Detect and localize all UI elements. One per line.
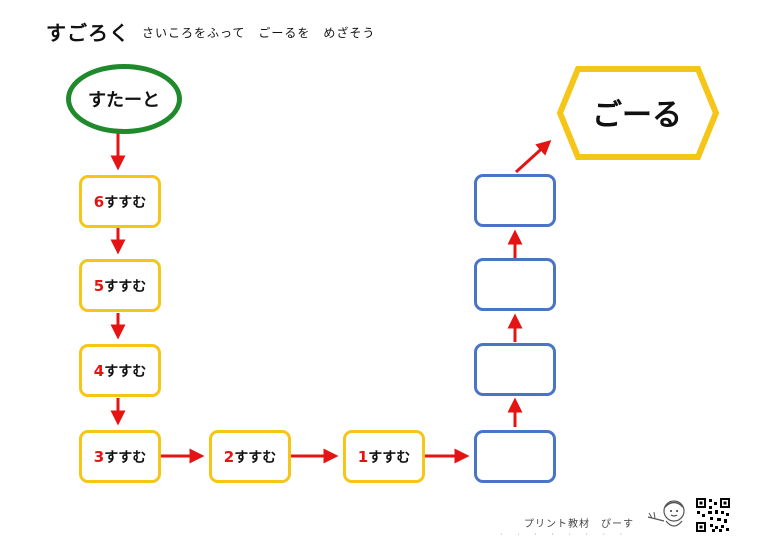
footer-dots: · · · · · · · · <box>500 530 629 539</box>
square-text: すすむ <box>104 194 147 211</box>
blank-square <box>474 430 556 483</box>
start-oval: すたーと <box>66 64 182 134</box>
goal-hexagon-shape <box>556 66 720 160</box>
square-text: すすむ <box>368 449 411 466</box>
goal-label: ごーる <box>592 98 682 133</box>
blank-square <box>474 343 556 396</box>
square-number: 5 <box>93 276 105 295</box>
page-title: すごろく <box>46 21 130 45</box>
square-number: 1 <box>357 447 369 466</box>
square-number: 2 <box>223 447 235 466</box>
square-number: 4 <box>93 361 105 380</box>
blank-square <box>474 258 556 311</box>
square-number: 6 <box>93 192 105 211</box>
square-text: すすむ <box>234 449 277 466</box>
qr-code-icon <box>695 497 731 533</box>
square-text: すすむ <box>104 363 147 380</box>
goal-hexagon: ごーる <box>556 66 720 164</box>
square-number: 3 <box>93 447 105 466</box>
instructions: さいころをふって ごーるを めざそう <box>142 26 376 40</box>
square-text: すすむ <box>104 449 147 466</box>
footer-credit: プリント教材 ぴーす <box>524 519 634 530</box>
mascot-icon <box>647 500 685 527</box>
square-text: すすむ <box>104 278 147 295</box>
arrow-to-goal <box>514 139 552 174</box>
blank-square <box>474 174 556 227</box>
